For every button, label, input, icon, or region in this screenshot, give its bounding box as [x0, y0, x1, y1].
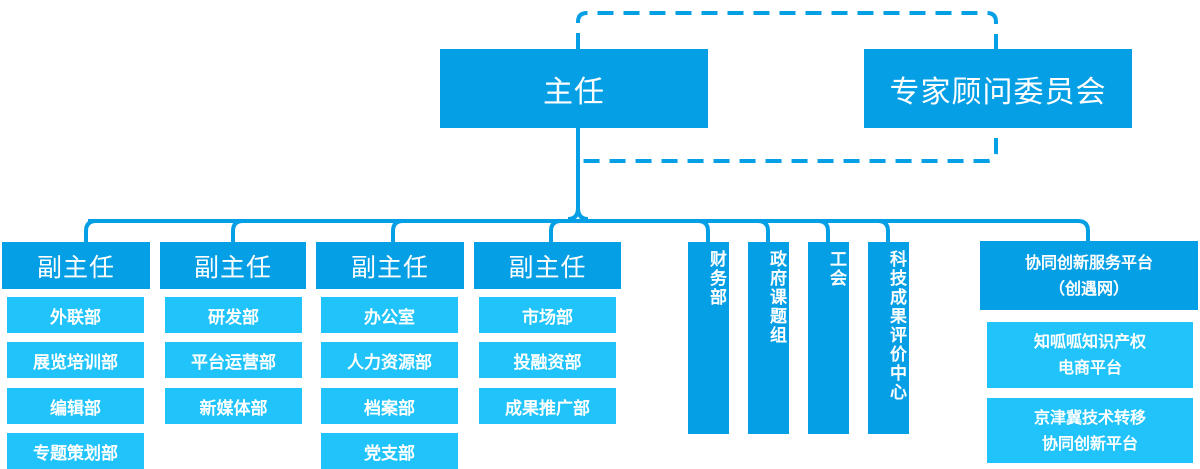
advisory-dashed-link — [576, 11, 998, 163]
branch-unit-3 — [817, 219, 830, 242]
deputy-label: 副主任 — [193, 252, 272, 282]
deputy-box[interactable]: 副主任 — [474, 242, 621, 289]
department-label: 党支部 — [364, 443, 415, 464]
branch-unit-1 — [697, 219, 710, 242]
unit-box-government-project[interactable]: 政府课题组 — [748, 242, 789, 434]
branch-deputy-4 — [549, 219, 562, 242]
platform-child-box[interactable]: 京津冀技术转移 协同创新平台 — [987, 398, 1193, 463]
department-label: 新媒体部 — [199, 398, 268, 419]
department-box[interactable]: 外联部 — [7, 297, 144, 333]
platform-child-box[interactable]: 知呱呱知识产权 电商平台 — [987, 322, 1193, 388]
department-box[interactable]: 办公室 — [321, 297, 458, 333]
unit-label: 财务部 — [706, 250, 726, 307]
director-label: 主任 — [543, 74, 605, 110]
platform-child-label: 京津冀技术转移 协同创新平台 — [1033, 407, 1146, 453]
advisory-committee-label: 专家顾问委员会 — [889, 74, 1107, 110]
platform-child-label: 知呱呱知识产权 电商平台 — [1033, 332, 1146, 377]
advisory-committee-box[interactable]: 专家顾问委员会 — [864, 49, 1132, 128]
department-box[interactable]: 编辑部 — [7, 388, 144, 424]
unit-box-union[interactable]: 工会 — [808, 242, 849, 434]
department-box[interactable]: 专题策划部 — [7, 433, 144, 469]
department-box[interactable]: 成果推广部 — [479, 388, 616, 424]
unit-box-evaluation-center[interactable]: 科技成果评价中心 — [868, 242, 909, 434]
department-label: 专题策划部 — [33, 443, 118, 464]
department-box[interactable]: 投融资部 — [479, 342, 616, 378]
department-box[interactable]: 展览培训部 — [7, 342, 144, 378]
department-label: 人力资源部 — [347, 352, 432, 373]
department-box[interactable]: 档案部 — [321, 388, 458, 424]
deputy-box[interactable]: 副主任 — [316, 242, 464, 289]
department-label: 展览培训部 — [33, 352, 118, 373]
department-box[interactable]: 平台运营部 — [165, 342, 302, 378]
branch-unit-4 — [877, 219, 890, 242]
branch-deputy-3 — [391, 219, 404, 242]
platform-box[interactable]: 协同创新服务平台 （创遇网） — [980, 241, 1198, 310]
department-label: 外联部 — [50, 307, 101, 328]
unit-label: 科技成果评价中心 — [886, 250, 906, 402]
deputy-box[interactable]: 副主任 — [2, 242, 150, 289]
department-label: 投融资部 — [513, 352, 582, 373]
department-label: 研发部 — [208, 307, 259, 328]
branch-deputy-1 — [84, 219, 97, 242]
trunk-line — [567, 128, 589, 221]
director-box[interactable]: 主任 — [440, 49, 708, 128]
department-label: 成果推广部 — [505, 398, 590, 419]
department-box[interactable]: 研发部 — [165, 297, 302, 333]
department-label: 办公室 — [364, 307, 415, 328]
platform-label: 协同创新服务平台 （创遇网） — [1024, 252, 1153, 298]
unit-label: 政府课题组 — [766, 250, 786, 345]
department-box[interactable]: 新媒体部 — [165, 388, 302, 424]
department-label: 档案部 — [364, 398, 415, 419]
branch-deputy-2 — [231, 219, 244, 242]
department-label: 平台运营部 — [191, 352, 276, 373]
department-box[interactable]: 党支部 — [321, 433, 458, 469]
unit-label: 工会 — [826, 250, 846, 288]
deputy-label: 副主任 — [508, 252, 587, 282]
unit-box-finance[interactable]: 财务部 — [688, 242, 729, 434]
department-label: 市场部 — [522, 307, 573, 328]
department-box[interactable]: 市场部 — [479, 297, 616, 333]
deputy-box[interactable]: 副主任 — [160, 242, 306, 289]
deputy-label: 副主任 — [350, 252, 429, 282]
department-box[interactable]: 人力资源部 — [321, 342, 458, 378]
department-label: 编辑部 — [50, 398, 101, 419]
deputy-label: 副主任 — [36, 252, 115, 282]
bus-line — [88, 219, 1090, 241]
branch-unit-2 — [757, 219, 770, 242]
